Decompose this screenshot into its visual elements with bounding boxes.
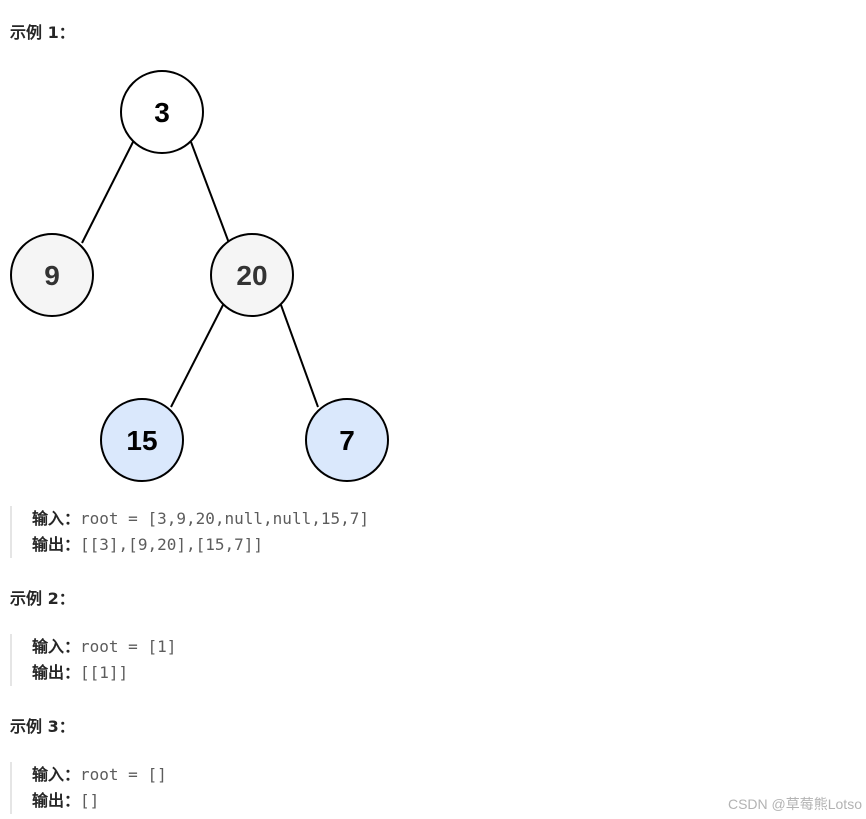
output-value: [[3],[9,20],[15,7]]: [80, 535, 264, 554]
tree-node-20-circle: [210, 233, 294, 317]
tree-node-7: 7: [305, 398, 389, 482]
example-2-heading: 示例 2：: [10, 589, 75, 608]
example-3-heading: 示例 3：: [10, 717, 75, 736]
tree-node-7-label: 7: [339, 425, 355, 456]
input-label: 输入：: [32, 509, 81, 528]
example-1-output-row: 输出：[[3],[9,20],[15,7]]: [32, 532, 369, 558]
example-3-output-row: 输出：[]: [32, 788, 167, 814]
tree-edge-3-9: [81, 141, 134, 244]
output-value: [[1]]: [80, 663, 129, 682]
example-3-block: 输入：root = [] 输出：[]: [10, 762, 167, 814]
example-1-heading: 示例 1：: [10, 23, 75, 42]
input-value: root = []: [80, 765, 167, 784]
tree-node-20: 20: [210, 233, 294, 317]
example-1-input-row: 输入：root = [3,9,20,null,null,15,7]: [32, 506, 369, 532]
binary-tree-diagram: 3 9 20 15 7: [0, 60, 420, 494]
input-value: root = [1]: [80, 637, 177, 656]
example-3-input-row: 输入：root = []: [32, 762, 167, 788]
tree-edge-20-15: [170, 304, 224, 408]
input-value: root = [3,9,20,null,null,15,7]: [80, 509, 369, 528]
tree-svg: 3 9 20 15 7: [10, 70, 389, 482]
tree-node-9: 9: [10, 233, 94, 317]
tree-node-3-label: 3: [154, 97, 170, 128]
tree-node-15: 15: [100, 398, 184, 482]
output-label: 输出：: [32, 663, 81, 682]
tree-edge-3-20: [190, 141, 230, 244]
tree-node-7-circle: [305, 398, 389, 482]
tree-node-15-circle: [100, 398, 184, 482]
tree-node-9-label: 9: [44, 260, 60, 291]
csdn-watermark: CSDN @草莓熊Lotso: [727, 796, 862, 812]
output-value: []: [80, 791, 100, 810]
tree-node-3: 3: [120, 70, 204, 154]
output-label: 输出：: [32, 791, 81, 810]
example-1-block: 输入：root = [3,9,20,null,null,15,7] 输出：[[3…: [10, 506, 369, 558]
example-2-input-row: 输入：root = [1]: [32, 634, 176, 660]
example-2-block: 输入：root = [1] 输出：[[1]]: [10, 634, 176, 686]
tree-node-15-label: 15: [126, 425, 157, 456]
output-label: 输出：: [32, 535, 81, 554]
tree-node-3-circle: [120, 70, 204, 154]
tree-edge-20-7: [280, 304, 319, 408]
tree-node-9-circle: [10, 233, 94, 317]
input-label: 输入：: [32, 765, 81, 784]
input-label: 输入：: [32, 637, 81, 656]
tree-node-20-label: 20: [236, 260, 267, 291]
example-2-output-row: 输出：[[1]]: [32, 660, 176, 686]
